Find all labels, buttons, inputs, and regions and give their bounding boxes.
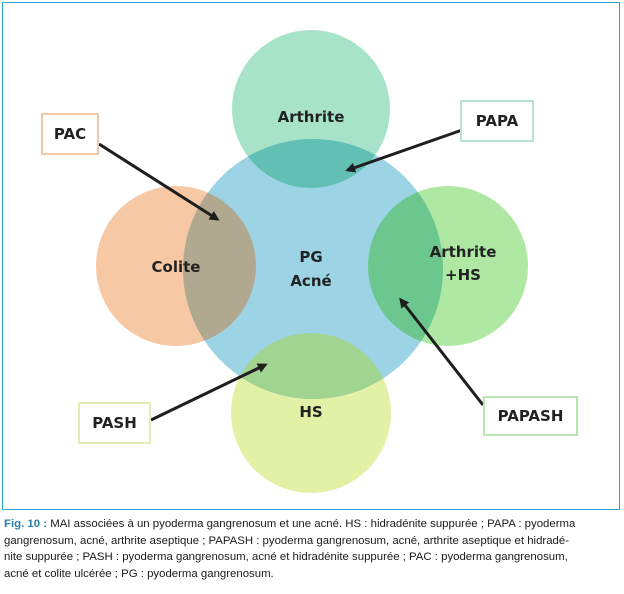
- label-arthrite: Arthrite: [278, 108, 345, 126]
- box-pac: PAC: [41, 113, 99, 155]
- overlap-hs: [231, 333, 391, 399]
- box-papash-label: PAPASH: [497, 407, 564, 425]
- arrow-papa: [345, 127, 466, 173]
- label-hs: HS: [299, 403, 322, 421]
- circle-pg-acne: [183, 139, 443, 399]
- venn-diagram: Arthrite Colite PG Acné Arthrite +HS HS: [96, 30, 528, 493]
- label-pg: PG: [299, 248, 322, 266]
- box-papa: PAPA: [460, 100, 534, 142]
- caption-label: Fig. 10 :: [4, 518, 48, 530]
- box-pac-label: PAC: [53, 125, 87, 143]
- figure-caption: Fig. 10 : MAI associées à un pyoderma ga…: [4, 516, 620, 582]
- caption-line-2: gangrenosum, acné, arthrite aseptique ; …: [4, 534, 570, 547]
- arrow-papash: [399, 297, 485, 406]
- box-pash: PASH: [78, 402, 151, 444]
- figure-frame: Arthrite Colite PG Acné Arthrite +HS HS …: [2, 2, 620, 510]
- label-arthrite-hs-line2: +HS: [445, 266, 481, 284]
- arrow-pac: [98, 142, 220, 221]
- overlap-colite: [183, 186, 256, 346]
- caption-line-4: acné et colite ulcérée ; PG : pyoderma g…: [4, 567, 274, 580]
- caption-line-1-text: MAI associées à un pyoderma gangrenosum …: [50, 518, 576, 530]
- caption-line-3: nite suppurée ; PASH : pyoderma gangreno…: [4, 551, 568, 563]
- box-papa-label: PAPA: [475, 112, 519, 130]
- box-papash: PAPASH: [483, 396, 578, 436]
- overlap-arthrite: [232, 139, 390, 188]
- label-colite: Colite: [152, 258, 201, 276]
- label-acne: Acné: [290, 272, 331, 290]
- caption-line-1: Fig. 10 : MAI associées à un pyoderma ga…: [4, 516, 620, 533]
- box-pash-label: PASH: [92, 414, 137, 432]
- label-arthrite-hs-line1: Arthrite: [430, 243, 497, 261]
- arrow-pash: [150, 363, 268, 422]
